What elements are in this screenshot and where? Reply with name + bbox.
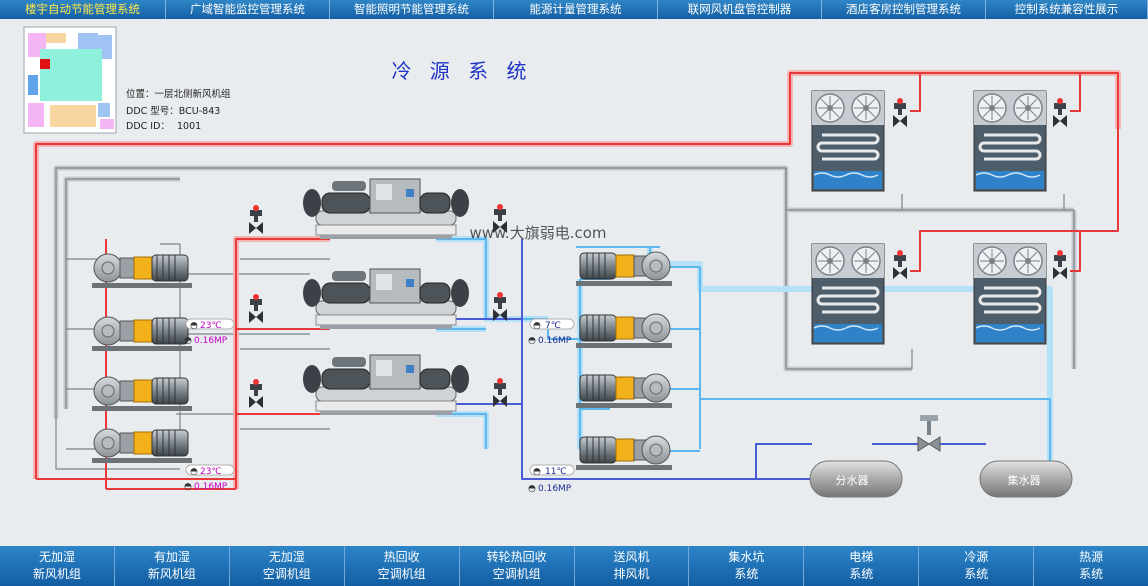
temp-readout-left-bottom: ◓ 23℃ [185, 464, 235, 477]
tab-fan-coil-controller[interactable]: 联网风机盘管控制器 [658, 0, 822, 19]
chiller-1[interactable] [302, 178, 470, 240]
nav-no-humidify-fresh-air-unit[interactable]: 无加湿新风机组 [0, 546, 115, 586]
valve-icon[interactable] [893, 250, 907, 279]
chiller-2[interactable] [302, 268, 470, 330]
return-header-label: 集水器 [1008, 473, 1041, 487]
temp-readout-right-top: ◓ 7℃ [529, 318, 575, 331]
valve-icon[interactable] [893, 98, 907, 127]
svg-text:0.16MP: 0.16MP [538, 336, 572, 346]
tab-compatibility-demo[interactable]: 控制系统兼容性展示 [986, 0, 1148, 19]
nav-supply-exhaust-fans[interactable]: 送风机排风机 [575, 546, 690, 586]
gauge-icon: ◓ [533, 321, 541, 331]
gauge-icon: ◓ [190, 467, 198, 477]
tab-building-energy[interactable]: 楼宇自动节能管理系统 [0, 0, 166, 19]
valve-icon[interactable] [249, 379, 263, 408]
gauge-icon: ◓ [184, 482, 192, 492]
chilled-water-pump-2[interactable] [575, 313, 673, 349]
chilled-water-pump-3[interactable] [575, 373, 673, 409]
gauge-icon: ◓ [528, 484, 536, 494]
valve-icon[interactable] [249, 205, 263, 234]
svg-text:0.16MP: 0.16MP [194, 482, 228, 492]
valve-icon[interactable] [1053, 250, 1067, 279]
cooling-tower-3[interactable] [812, 244, 884, 344]
svg-text:23℃: 23℃ [200, 321, 222, 331]
location-text: 位置：一层北侧新风机组 [126, 88, 231, 100]
valve-icon[interactable] [1053, 98, 1067, 127]
top-nav-bar: 楼宇自动节能管理系统 广域智能监控管理系统 智能照明节能管理系统 能源计量管理系… [0, 0, 1148, 19]
tab-hotel-room-control[interactable]: 酒店客房控制管理系统 [822, 0, 986, 19]
chilled-water-pump-4[interactable] [575, 435, 673, 471]
temp-readout-right-bottom: ◓ 11℃ [529, 464, 575, 477]
bypass-valve-icon[interactable] [917, 415, 941, 452]
supply-header-label: 分水器 [836, 474, 869, 487]
pressure-readout-right-bottom: ◓ 0.16MP [528, 484, 572, 494]
ddc-id-value: 1001 [177, 121, 201, 132]
svg-text:0.16MP: 0.16MP [538, 484, 572, 494]
tab-smart-lighting[interactable]: 智能照明节能管理系统 [330, 0, 494, 19]
cooling-source-diagram: 冷 源 系 统 位置：一层北侧新风机组 DDC 型号：BCU-843 DDC I… [0, 19, 1148, 546]
nav-heat-recovery-ahu[interactable]: 热回收空调机组 [345, 546, 460, 586]
ddc-id-label: DDC ID： [126, 121, 170, 132]
pressure-readout-right-top: ◓ 0.16MP [528, 336, 572, 346]
watermark: www.大旗弱电.com [470, 224, 607, 242]
supply-header-tank[interactable]: 分水器 [809, 460, 903, 498]
cooling-tower-1[interactable] [812, 91, 884, 191]
floor-plan-thumbnail[interactable] [23, 26, 117, 134]
nav-heat-source-system[interactable]: 热源系统 [1079, 550, 1104, 581]
cooling-tower-2[interactable] [974, 91, 1046, 191]
gauge-icon: ◓ [190, 321, 198, 331]
return-header-tank[interactable]: 集水器 [979, 460, 1073, 498]
valve-icon[interactable] [493, 378, 507, 407]
gauge-icon: ◓ [528, 336, 536, 346]
cooling-tower-4[interactable] [974, 244, 1046, 344]
gauge-icon: ◓ [184, 336, 192, 346]
svg-text:11℃: 11℃ [545, 467, 567, 477]
svg-text:0.16MP: 0.16MP [194, 336, 228, 346]
temp-readout-left-top: ◓ 23℃ [185, 318, 235, 331]
nav-humidify-fresh-air-unit[interactable]: 有加湿新风机组 [115, 546, 230, 586]
svg-text:23℃: 23℃ [200, 467, 222, 477]
nav-elevator-system[interactable]: 电梯系统 [804, 546, 920, 586]
gauge-icon: ◓ [533, 467, 541, 477]
ddc-model-text: DDC 型号：BCU-843 [126, 106, 220, 117]
chiller-3[interactable] [302, 354, 470, 416]
nav-no-humidify-ahu[interactable]: 无加湿空调机组 [230, 546, 345, 586]
tab-wide-area-monitor[interactable]: 广域智能监控管理系统 [166, 0, 330, 19]
nav-wheel-heat-recovery-ahu[interactable]: 转轮热回收空调机组 [460, 546, 575, 586]
pressure-readout-left-bottom: ◓ 0.16MP [184, 482, 228, 492]
nav-cooling-source-system[interactable]: 冷源系统 [919, 546, 1035, 586]
nav-sump-system[interactable]: 集水坑系统 [689, 546, 805, 586]
page-title: 冷 源 系 统 [391, 59, 532, 83]
svg-text:7℃: 7℃ [545, 321, 561, 331]
valve-icon[interactable] [249, 294, 263, 323]
tab-energy-metering[interactable]: 能源计量管理系统 [494, 0, 658, 19]
pressure-readout-left-top: ◓ 0.16MP [184, 336, 228, 346]
chilled-water-pump-1[interactable] [575, 251, 673, 287]
bottom-nav-bar: 无加湿新风机组 有加湿新风机组 无加湿空调机组 热回收空调机组 转轮热回收空调机… [0, 546, 1148, 586]
